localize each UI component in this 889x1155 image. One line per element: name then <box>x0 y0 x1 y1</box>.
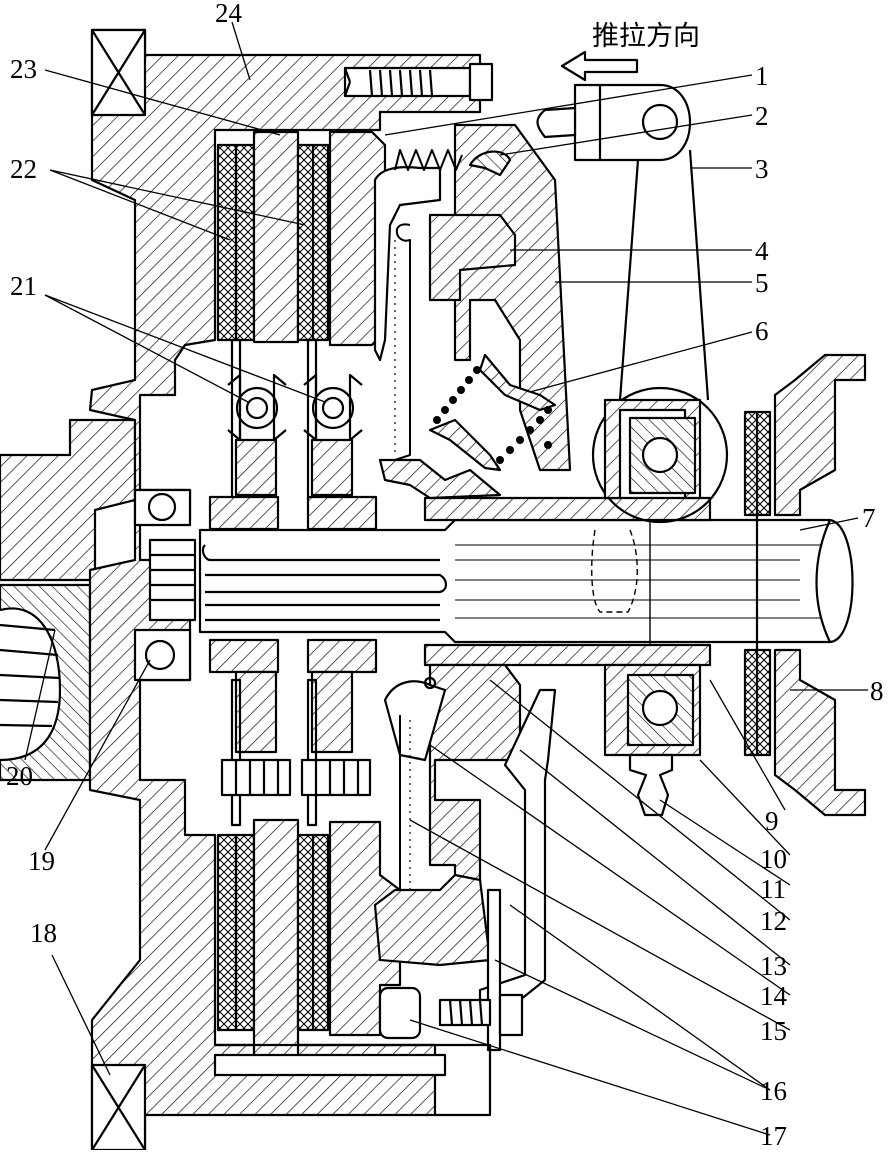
label-11: 11 <box>760 874 786 904</box>
engine-flange <box>0 418 137 582</box>
label-6: 6 <box>755 316 769 346</box>
pressure-plate-upper-1 <box>252 130 300 344</box>
guide-sleeve-lower <box>423 643 712 667</box>
label-21: 21 <box>10 271 37 301</box>
output-flange <box>773 353 867 517</box>
top-bolt <box>343 66 472 98</box>
label-14: 14 <box>760 981 788 1011</box>
adjust-bolt <box>498 993 524 1037</box>
label-17: 17 <box>760 1121 787 1150</box>
adjust-nut-17 <box>378 986 422 1040</box>
label-1: 1 <box>755 61 769 91</box>
label-12: 12 <box>760 906 787 936</box>
label-23: 23 <box>10 54 37 84</box>
label-22: 22 <box>10 154 37 184</box>
damper-roller-1 <box>235 386 279 430</box>
pressure-plate-cover-upper <box>453 123 572 472</box>
disc-hub-lower-2 <box>306 638 378 674</box>
pressure-plate-cover-lower <box>428 663 522 962</box>
label-19: 19 <box>28 846 55 876</box>
label-9: 9 <box>765 806 779 836</box>
label-13: 13 <box>760 951 787 981</box>
pressure-plate-lower-1 <box>252 818 300 1072</box>
guide-sleeve-upper <box>423 496 712 522</box>
direction-label: 推拉方向 <box>592 21 700 52</box>
label-4: 4 <box>755 236 769 266</box>
flywheel <box>88 28 482 1152</box>
push-pull-arrow <box>560 50 639 82</box>
grease-nipple <box>628 753 674 817</box>
part-labels: 1 2 3 4 5 6 7 8 9 10 11 12 13 14 15 16 1… <box>6 0 884 1151</box>
release-ring-upper <box>378 458 502 500</box>
diaphragm-spring-dots <box>433 366 552 464</box>
pressure-plate-lower-2 <box>328 820 402 1037</box>
label-3: 3 <box>755 154 769 184</box>
label-24: 24 <box>215 0 243 28</box>
disc-hub-lower-1 <box>208 638 280 674</box>
label-8: 8 <box>870 676 884 706</box>
disc-hub-upper-2 <box>306 495 378 531</box>
damper-roller-2 <box>311 386 355 430</box>
release-bearing-housing <box>591 386 729 524</box>
label-18: 18 <box>30 918 57 948</box>
release-bearing-ball-upper <box>641 436 679 474</box>
label-16: 16 <box>760 1076 787 1106</box>
label-7: 7 <box>862 503 876 533</box>
needle-bearing <box>148 538 197 622</box>
disc-hub-upper-1 <box>208 495 280 531</box>
input-shaft <box>198 518 854 644</box>
return-spring-upper <box>394 223 411 461</box>
pilot-bearing-ball <box>144 639 176 671</box>
release-fork-top <box>573 83 691 162</box>
label-5: 5 <box>755 268 769 298</box>
label-10: 10 <box>760 844 787 874</box>
label-2: 2 <box>755 101 769 131</box>
release-spring-upper <box>394 149 463 171</box>
label-15: 15 <box>760 1016 787 1046</box>
leader-lines <box>24 21 868 1136</box>
diaphragm-lever-upper <box>428 213 517 302</box>
label-20: 20 <box>6 761 33 791</box>
release-bearing-ball-lower <box>641 689 679 727</box>
